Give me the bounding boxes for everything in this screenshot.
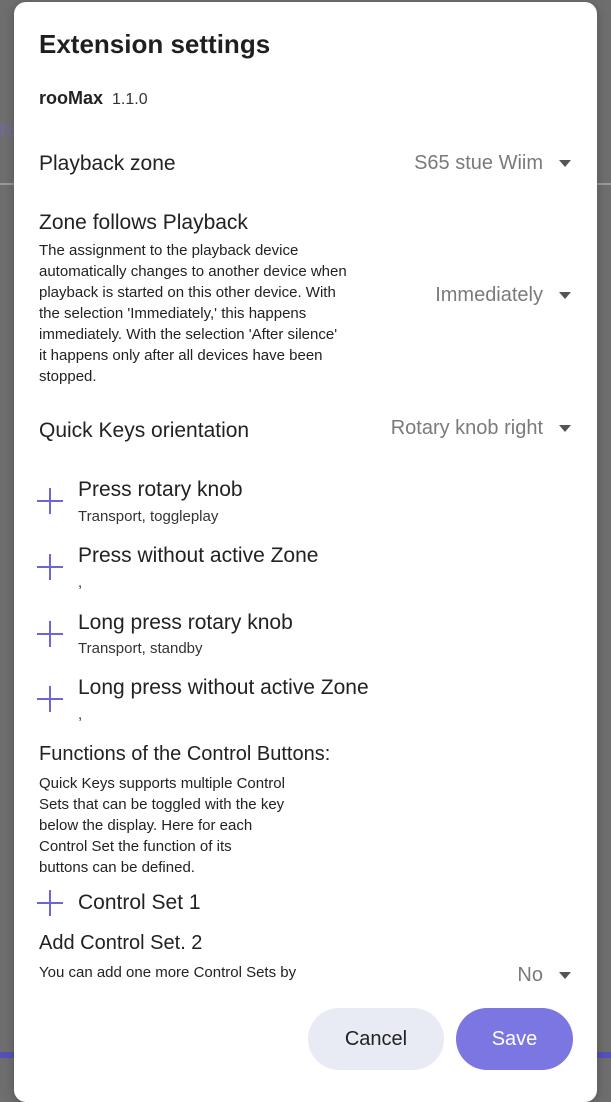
orientation-value: Rotary knob right: [390, 417, 543, 439]
key-long-press-no-zone-title: Long press without active Zone: [78, 676, 369, 699]
orientation-select[interactable]: Rotary knob right: [391, 417, 571, 440]
cancel-button[interactable]: Cancel: [308, 1008, 444, 1070]
key-press-rotary-subtitle: Transport, toggleplay: [78, 508, 219, 525]
extension-name: rooMax: [39, 88, 104, 108]
key-press-no-zone-title: Press without active Zone: [78, 544, 319, 567]
zone-follows-select[interactable]: Immediately: [435, 284, 571, 307]
zone-follows-description: The assignment to the playback device au…: [39, 240, 389, 387]
key-long-press-rotary-title: Long press rotary knob: [78, 611, 293, 634]
control-buttons-description-line: Sets that can be toggled with the key: [39, 796, 285, 813]
background-link-fragment: ra: [0, 116, 14, 141]
key-press-no-zone-subtitle: ,: [78, 574, 83, 591]
add-control-set-label: Add Control Set. 2: [39, 932, 203, 954]
add-control-set-description: You can add one more Control Sets by: [39, 964, 297, 981]
background-divider-left: [0, 183, 14, 185]
orientation-label: Quick Keys orientation: [39, 419, 250, 442]
expand-plus-icon[interactable]: [37, 554, 63, 580]
zone-follows-description-line: it happens only after all devices have b…: [39, 347, 323, 364]
chevron-down-icon: [559, 292, 571, 299]
control-buttons-title: Functions of the Control Buttons:: [39, 743, 331, 765]
extension-settings-dialog: Extension settings rooMax 1.1.0 Playback…: [14, 2, 597, 1102]
chevron-down-icon: [559, 972, 571, 979]
key-long-press-no-zone-subtitle: ,: [78, 706, 83, 723]
control-buttons-description-line: Control Set the function of its: [39, 838, 232, 855]
expand-plus-icon[interactable]: [37, 488, 63, 514]
extension-version: 1.1.0: [112, 91, 148, 108]
playback-zone-select[interactable]: S65 stue Wiim: [414, 152, 571, 175]
control-set-1-label[interactable]: Control Set 1: [78, 891, 201, 914]
chevron-down-icon: [559, 160, 571, 167]
add-control-set-select[interactable]: No: [517, 964, 571, 987]
expand-plus-icon[interactable]: [37, 686, 63, 712]
zone-follows-description-line: The assignment to the playback device: [39, 242, 299, 259]
control-buttons-description-line: below the display. Here for each: [39, 817, 253, 834]
playback-zone-label: Playback zone: [39, 152, 176, 175]
dialog-title: Extension settings: [39, 29, 271, 59]
key-press-rotary-title: Press rotary knob: [78, 478, 243, 501]
zone-follows-description-line: automatically changes to another device …: [39, 263, 347, 280]
key-long-press-rotary-subtitle: Transport, standby: [78, 640, 203, 657]
zone-follows-description-line: the selection 'Immediately,' this happen…: [39, 305, 307, 322]
zone-follows-value: Immediately: [435, 284, 543, 306]
background-divider-right: [597, 183, 611, 185]
control-buttons-description-line: buttons can be defined.: [39, 859, 195, 876]
save-button[interactable]: Save: [456, 1008, 573, 1070]
add-control-set-value: No: [517, 964, 543, 986]
zone-follows-description-line: stopped.: [39, 368, 97, 385]
zone-follows-description-line: immediately. With the selection 'After s…: [39, 326, 338, 343]
expand-plus-icon[interactable]: [37, 621, 63, 647]
zone-follows-description-line: playback is started on this other device…: [39, 284, 336, 301]
zone-follows-label: Zone follows Playback: [39, 211, 248, 234]
expand-plus-icon[interactable]: [37, 890, 63, 916]
playback-zone-value: S65 stue Wiim: [414, 152, 543, 174]
control-buttons-description: Quick Keys supports multiple Control Set…: [39, 773, 339, 878]
extension-info: rooMax 1.1.0: [39, 88, 148, 109]
control-buttons-description-line: Quick Keys supports multiple Control: [39, 775, 285, 792]
chevron-down-icon: [559, 425, 571, 432]
